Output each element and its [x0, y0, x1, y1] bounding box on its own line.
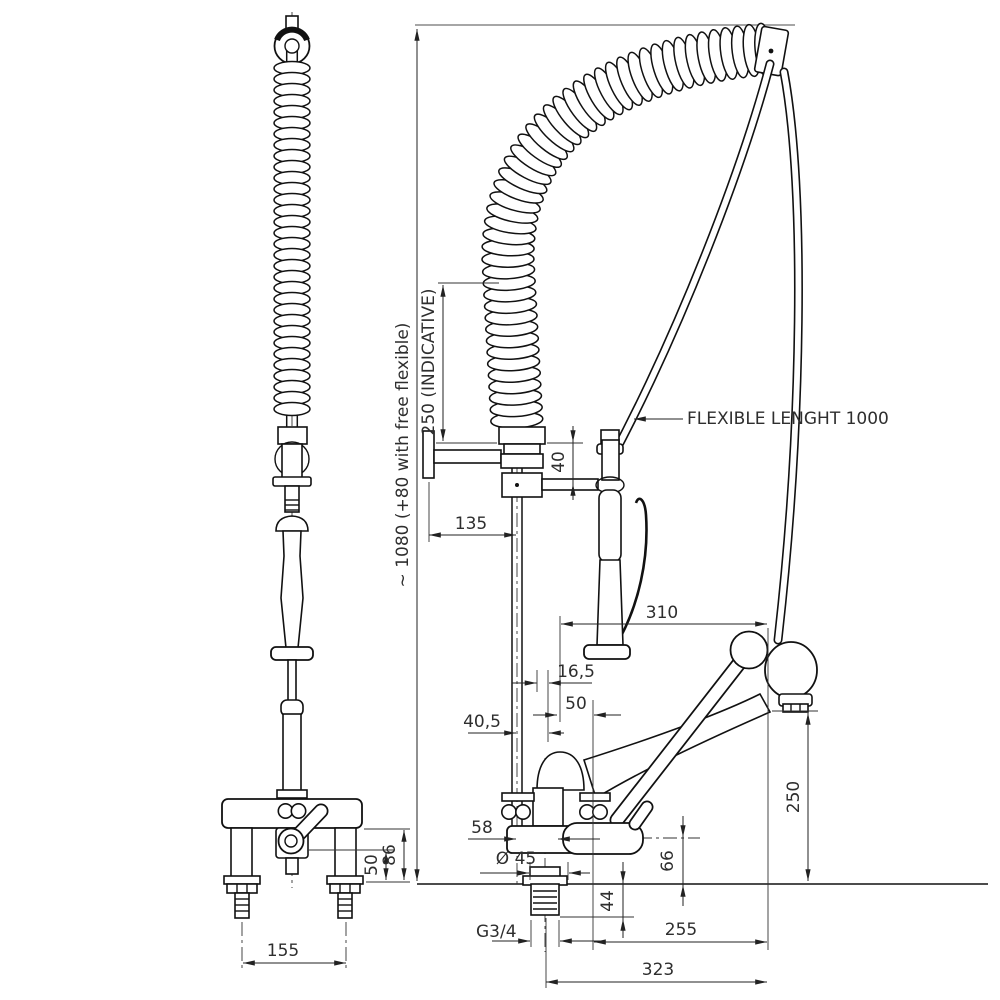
gun-trigger: [618, 497, 648, 639]
aerator: [782, 703, 809, 713]
dim-label-310: 310: [646, 603, 678, 623]
dim-label-58: 58: [471, 818, 493, 838]
coiled-spring-hose-side: [481, 22, 773, 429]
front-view: [221, 12, 364, 968]
dim-label-155: 155: [267, 941, 299, 961]
dim-label-50-front: 50: [362, 854, 382, 876]
right-leg: [334, 827, 357, 879]
dim-label-250-side: 250: [784, 781, 804, 813]
lever-knob: [729, 630, 769, 670]
side-view: [415, 22, 988, 952]
dim-label-86: 86: [380, 844, 400, 866]
dim-label-40-5: 40,5: [463, 712, 501, 732]
dim-label-40: 40: [549, 451, 569, 473]
gun-holder-rod: [541, 478, 599, 491]
dim-label-44: 44: [598, 890, 618, 912]
spray-gun-front: [280, 530, 304, 649]
dim-label-1080: ~ 1080 (+80 with free flexible): [393, 323, 413, 588]
gun-holder-clamp: [501, 472, 543, 498]
dim-label-323: 323: [642, 960, 674, 980]
dim-label-255: 255: [665, 920, 697, 940]
free-flexible-hose: [607, 59, 775, 463]
wall-bracket-plate: [422, 430, 435, 479]
spray-head-front: [270, 646, 314, 661]
spray-gun-neck: [601, 439, 620, 481]
dimension-annotations: 155 50 86 ~ 1080 (+80 with free flexible…: [243, 29, 889, 988]
dim-label-250-indicative: 250 (INDICATIVE): [419, 289, 439, 436]
dim-label-135: 135: [455, 514, 487, 534]
spray-head-side: [583, 644, 631, 660]
left-leg: [230, 827, 253, 879]
dim-label-dia-45: Ø 45: [496, 849, 536, 869]
dim-label-66: 66: [658, 850, 678, 872]
dim-label-16-5: 16,5: [557, 662, 595, 682]
dim-label-g34: G3/4: [476, 922, 517, 942]
riser-front: [282, 713, 302, 793]
threaded-shank: [530, 883, 560, 916]
swivel-cap: [536, 751, 585, 791]
spray-gun-body: [598, 489, 622, 563]
coiled-spring-hose-front: [273, 60, 311, 417]
outlet-head: [764, 641, 818, 699]
note-flexible-length: FLEXIBLE LENGHT 1000: [687, 409, 889, 429]
dim-label-50-side: 50: [565, 694, 587, 714]
wall-bracket-rod: [433, 449, 502, 464]
